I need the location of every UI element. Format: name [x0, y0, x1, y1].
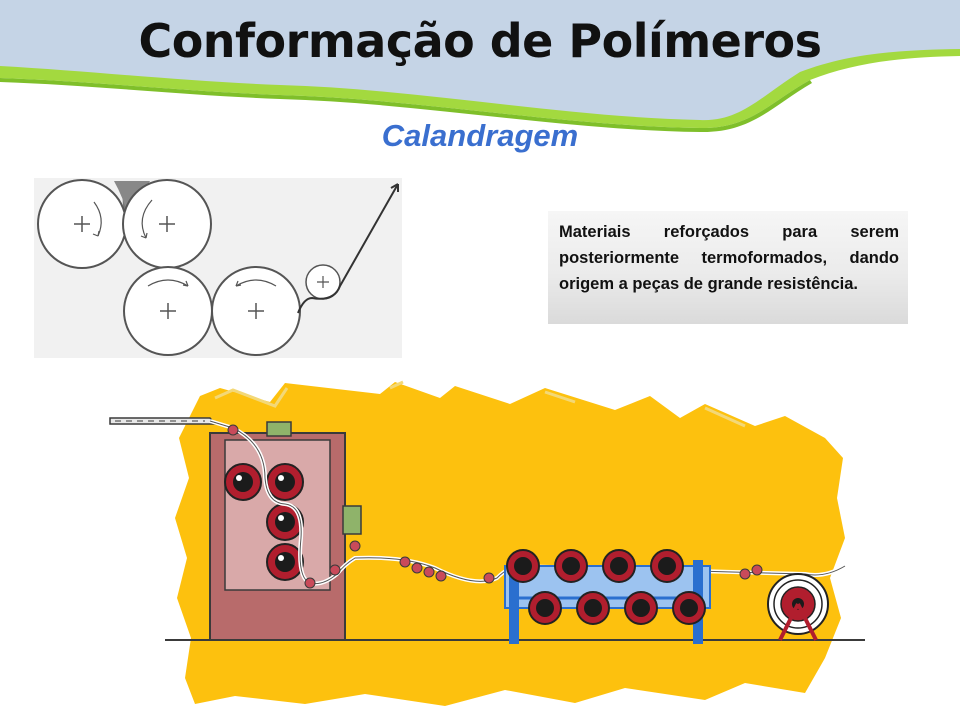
plus-mark-icon: [159, 216, 175, 232]
guide-rollers: [227, 424, 763, 589]
calender-roll: [266, 463, 304, 501]
header-banner: [0, 0, 960, 140]
roller-top-left: [37, 179, 127, 269]
cooling-rolls-top: [506, 549, 684, 583]
calender-roll: [266, 503, 304, 541]
roller-top-right: [122, 179, 212, 269]
rotation-arrow-icon: [147, 279, 189, 287]
cooling-rolls-bottom: [528, 591, 706, 625]
description-text: Materiais reforçados para serem posterio…: [559, 223, 899, 293]
description-box: Materiais reforçados para serem posterio…: [548, 211, 908, 324]
winding-reel: [767, 573, 829, 641]
plus-mark-icon: [74, 216, 90, 232]
rotation-arrow-icon: [141, 199, 153, 239]
page-title: Conformação de Polímeros: [138, 14, 822, 68]
calendering-line-illustration: [109, 380, 865, 706]
calender-machine: [209, 421, 362, 641]
calender-roll: [266, 543, 304, 581]
plus-mark-icon: [248, 303, 264, 319]
rotation-arrow-icon: [235, 279, 277, 287]
calender-roll: [224, 463, 262, 501]
calender-rollers-schematic: [34, 178, 402, 358]
roller-bottom-right: [211, 266, 301, 356]
arrow-icon: [390, 183, 399, 192]
plus-mark-icon: [317, 276, 329, 288]
roller-bottom-left: [123, 266, 213, 356]
page-subtitle: Calandragem: [381, 118, 579, 153]
plus-mark-icon: [160, 303, 176, 319]
sheet-path: [297, 183, 399, 314]
